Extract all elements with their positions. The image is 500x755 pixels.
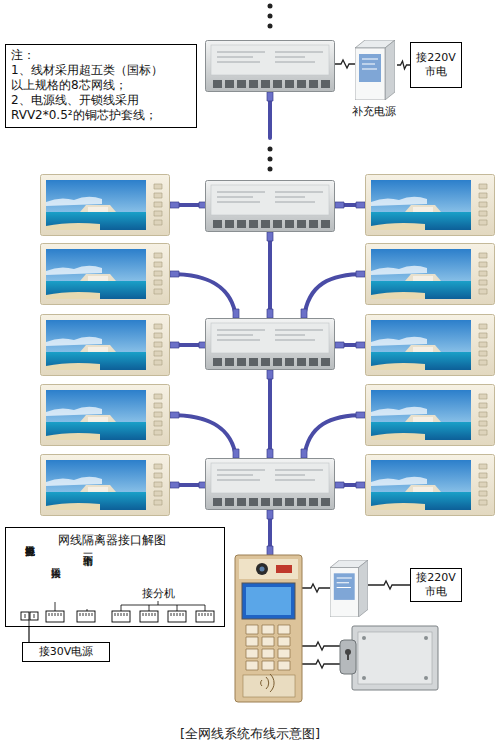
network-cable — [170, 274, 236, 318]
lock-screw — [362, 636, 366, 640]
indoor-monitor — [366, 315, 495, 376]
output-port — [77, 611, 95, 622]
network-cables — [170, 92, 365, 555]
power-supply — [330, 560, 368, 617]
note-box: 注：1、线材采用超五类（国标） 以上规格的8芯网线；2、电源线、开锁线采用 RV… — [5, 44, 197, 128]
lock-screw — [362, 676, 366, 680]
network-cable — [268, 370, 272, 458]
mains-box: 接220V 市电 — [410, 568, 462, 602]
extension-port — [196, 611, 214, 622]
note-text: 2、电源线、开锁线采用 RVV2*0.5²的铜芯护套线； — [11, 93, 191, 123]
network-isolator — [206, 41, 335, 92]
continuation-dot — [268, 24, 273, 29]
network-cable — [170, 415, 236, 458]
power-input-box: 接30V电源 — [22, 642, 110, 662]
indoor-monitor — [366, 385, 495, 446]
indoor-monitor — [366, 455, 495, 516]
indoor-monitor — [41, 315, 170, 376]
mains-box: 接220V 市电 — [410, 42, 462, 88]
door-screen — [242, 583, 295, 619]
input-port — [46, 611, 64, 622]
power-wire — [302, 584, 330, 592]
port-pins — [25, 613, 211, 618]
indoor-monitor — [366, 244, 495, 305]
note-text: 1、线材采用超五类（国标） 以上规格的8芯网线； — [11, 63, 191, 93]
power-supply — [355, 40, 395, 100]
network-isolator — [206, 319, 335, 370]
extension-port — [112, 611, 130, 622]
indoor-monitor — [41, 244, 170, 305]
lock-screw — [424, 636, 428, 640]
network-cable — [304, 415, 365, 458]
mains-label: 接220V 市电 — [411, 51, 461, 79]
power-wire — [368, 581, 410, 589]
indoor-monitor — [41, 385, 170, 446]
door-screen-image — [246, 587, 291, 615]
lock-wire — [302, 660, 340, 668]
cable-plug — [170, 412, 365, 458]
figure-caption: [全网线系统布线示意图] — [0, 726, 500, 742]
door-logo — [276, 565, 292, 573]
mains-label: 接220V 市电 — [411, 571, 461, 599]
note-text: 注： — [11, 48, 191, 63]
door-keypad — [246, 625, 290, 670]
continuation-dot — [268, 4, 273, 9]
continuation-dot — [268, 157, 273, 162]
power-wires — [302, 60, 410, 668]
continuation-dot — [268, 147, 273, 152]
lock-cylinder — [340, 640, 356, 674]
leader-lines — [29, 601, 205, 627]
network-isolator — [206, 459, 335, 510]
extension-port — [140, 611, 158, 622]
power-wire — [397, 61, 410, 69]
network-cable — [304, 274, 365, 318]
lock-wire — [302, 642, 340, 650]
power-wire — [28, 627, 29, 642]
interface-ports — [21, 611, 214, 622]
interface-box: 网线隔离器接口解图 — [5, 527, 225, 627]
card-reader — [243, 675, 295, 697]
indoor-monitor — [366, 175, 495, 236]
continuation-dot — [268, 14, 273, 19]
lock-screw — [424, 676, 428, 680]
power-input-label: 接30V电源 — [23, 643, 109, 661]
lock-keyhole — [347, 652, 349, 660]
cable-plugs — [170, 92, 365, 555]
lock-face — [358, 632, 432, 684]
extension-port — [168, 611, 186, 622]
continuation-dot — [268, 167, 273, 172]
door-station-body — [235, 555, 302, 702]
interface-title: 网线隔离器接口解图 — [58, 533, 224, 547]
port-label: 接分机 — [142, 587, 175, 600]
indoor-monitor — [41, 175, 170, 236]
power-wire — [335, 60, 355, 68]
cable-plug — [170, 271, 365, 318]
device-label: 补充电源 — [352, 105, 396, 118]
lock-body — [352, 626, 438, 690]
power-supply-node: 补充电源 — [351, 38, 397, 118]
indoor-monitor — [41, 455, 170, 516]
door-station — [235, 555, 302, 702]
electric-lock — [340, 626, 438, 690]
network-cable — [268, 232, 272, 318]
door-camera-lens — [260, 567, 265, 572]
network-isolator — [206, 181, 335, 232]
door-station-head — [239, 559, 298, 579]
door-camera — [256, 563, 268, 575]
card-reader-icon — [261, 674, 274, 692]
